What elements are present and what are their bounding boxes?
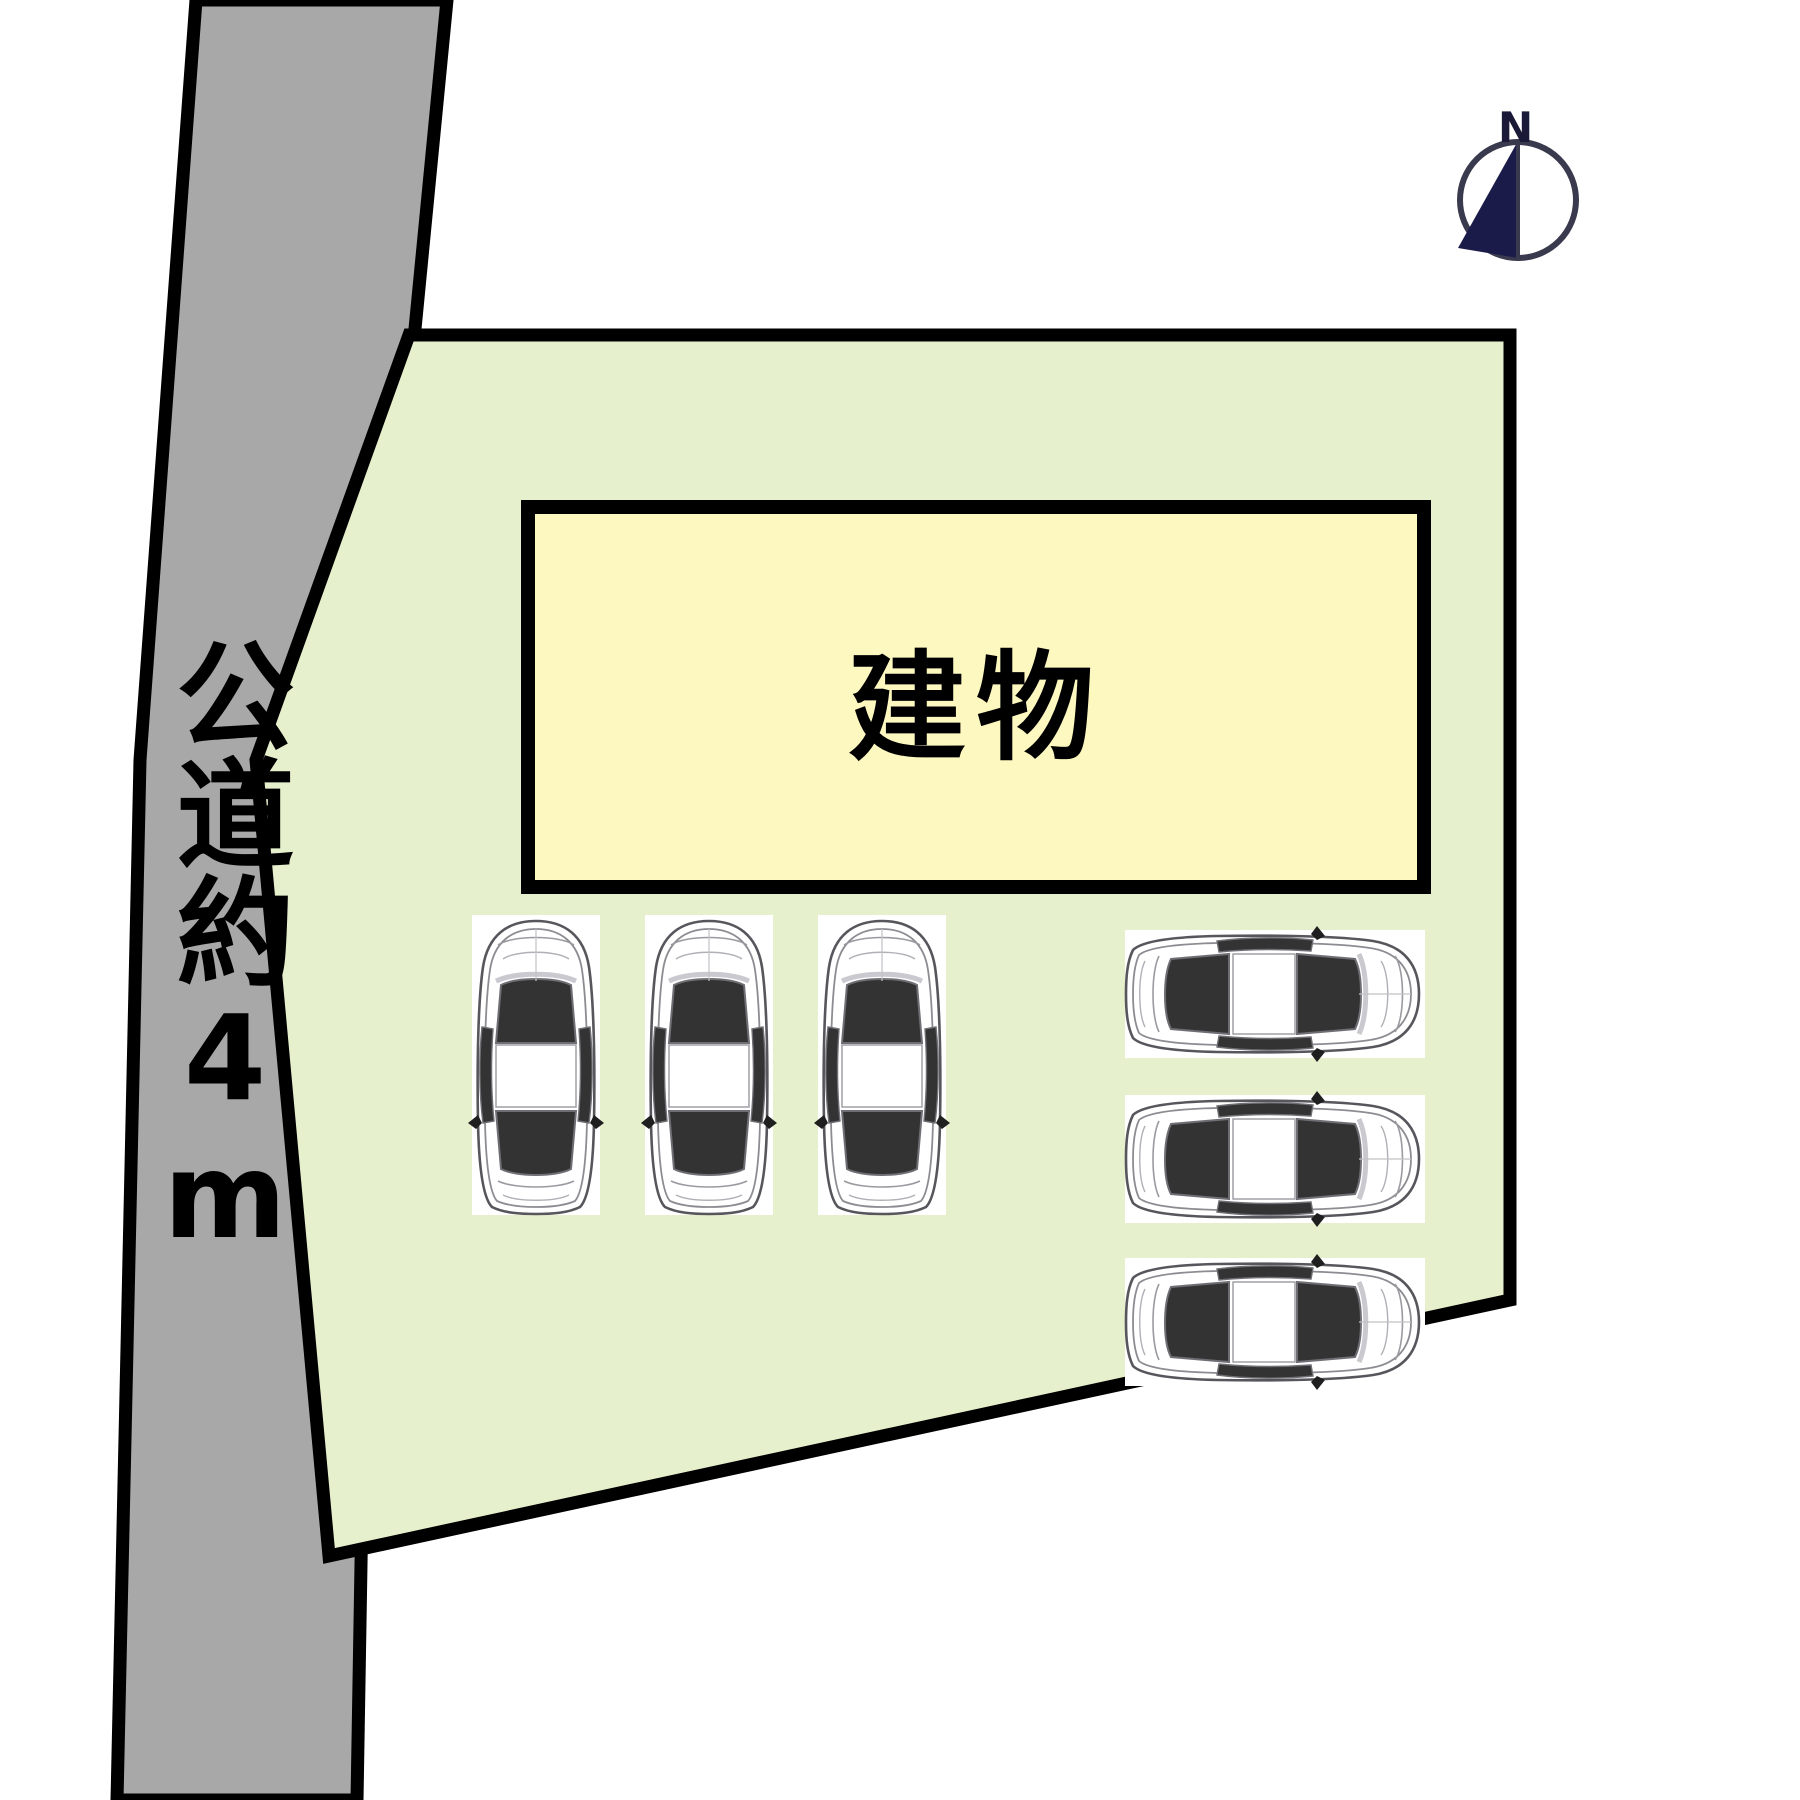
building-footprint <box>521 500 1431 894</box>
compass-north-label: N <box>1498 103 1534 152</box>
car-vertical-3 <box>814 915 950 1215</box>
car-horizontal-1 <box>1125 926 1425 1062</box>
compass-rose <box>1457 139 1579 261</box>
car-horizontal-3 <box>1125 1254 1425 1390</box>
parking-bay-right <box>1125 926 1425 1390</box>
car-vertical-2 <box>641 915 777 1215</box>
parking-bay-left <box>468 915 950 1215</box>
car-horizontal-2 <box>1125 1091 1425 1227</box>
road-width-label: 公道約4m <box>156 635 294 1265</box>
car-vertical-1 <box>468 915 604 1215</box>
